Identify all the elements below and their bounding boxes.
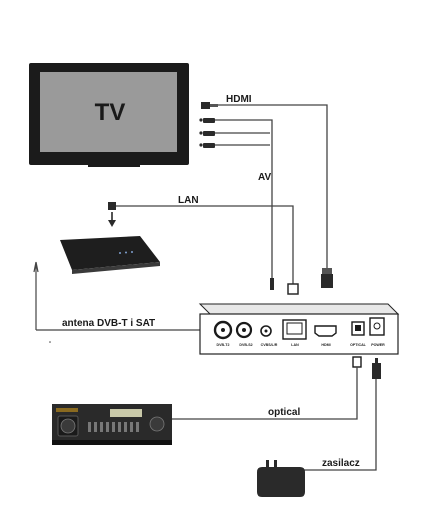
amp-display [110,409,142,417]
lan-cable-label: LAN [178,195,199,206]
hdmi-cable-label: HDMI [226,94,252,105]
av-cable [215,119,273,278]
dot-mark [49,341,51,343]
power-cable-label: zasilacz [322,458,360,469]
hdmi-cable [218,104,328,268]
port-label-optical: OPTICAL [350,343,367,347]
power-cable [303,379,377,471]
av-jack-plug [270,278,274,290]
hdmi-plug-icon [201,102,218,109]
hdmi-plug-receiver [321,268,333,288]
power-adapter-icon [257,460,305,497]
rca-plug-icon [199,118,215,148]
port-label-dvbs2: DVB-S2 [239,343,252,347]
optical-plug-icon [352,356,362,368]
antenna-icon [33,261,39,330]
port-label-power: POWER [371,343,385,347]
lan-plug [287,283,299,295]
av-cable-label: AV [258,172,271,183]
lan-cable [116,205,294,284]
amplifier-icon [52,404,172,445]
dc-plug-icon [372,358,381,379]
receiver-icon: DVB-T2 DVB-S2 CVBS/L/R LAN HDMI OPTICAL … [198,303,400,355]
port-label-cvbs: CVBS/L/R [261,343,278,347]
ethernet-plug-icon [108,202,116,227]
tv-icon: TV [29,63,189,167]
port-label-hdmi: HDMI [321,343,330,347]
antenna-cable-label: antena DVB-T i SAT [62,318,155,329]
router-icon [60,236,160,274]
optical-cable [172,367,358,420]
port-label-dvbt2: DVB-T2 [217,343,230,347]
optical-cable-label: optical [268,407,300,418]
port-label-lan: LAN [291,343,299,347]
tv-screen-label: TV [95,99,126,126]
hdmi-port [314,325,337,337]
